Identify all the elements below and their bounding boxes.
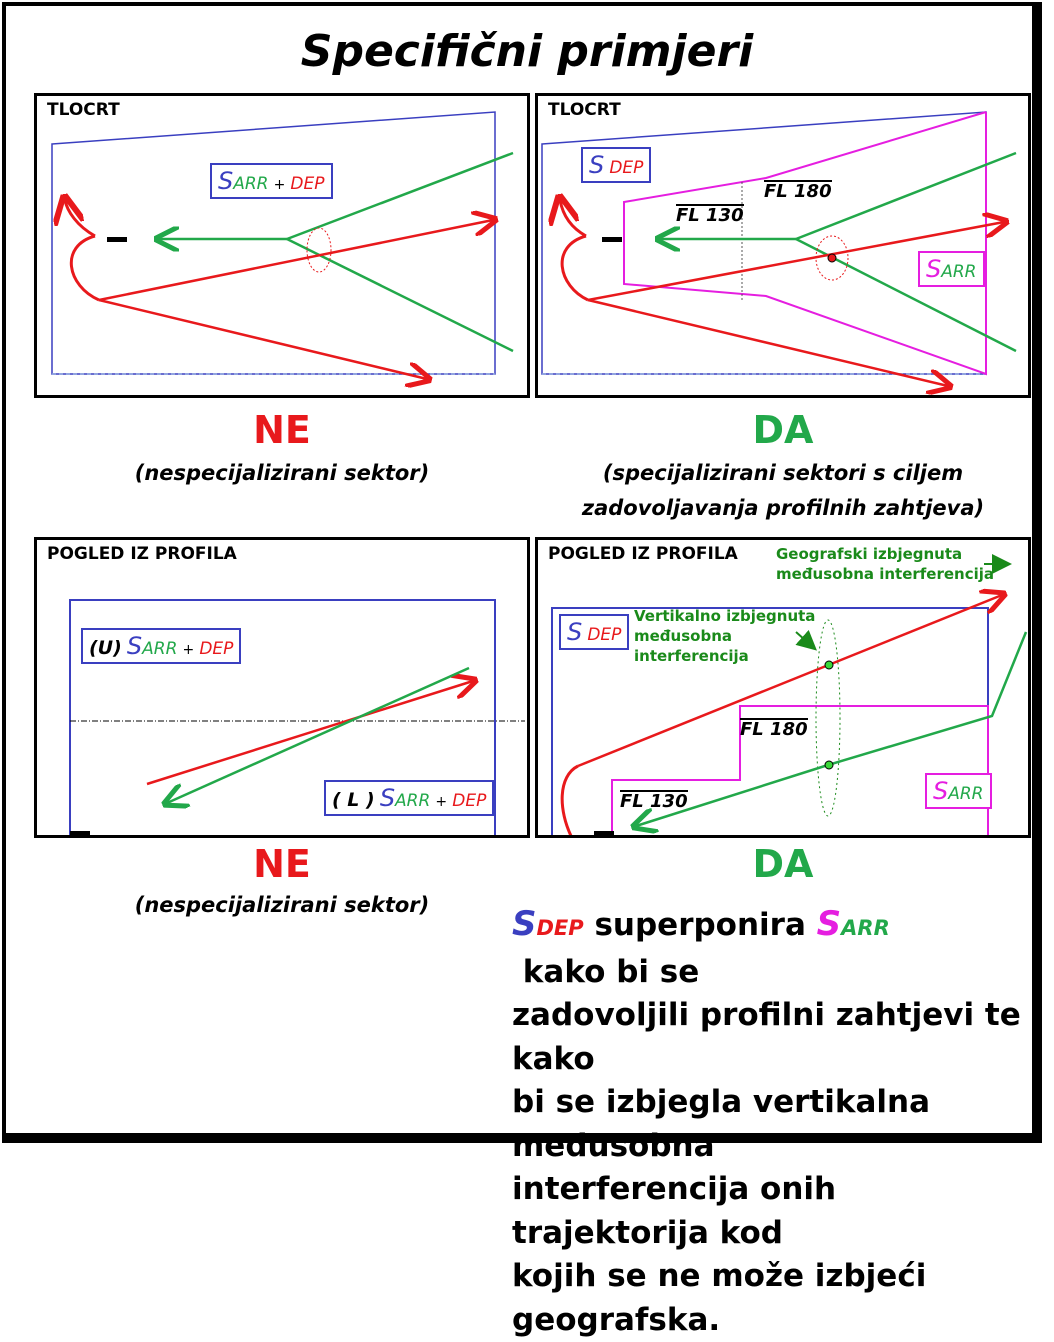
red-climb-turn xyxy=(560,764,579,835)
sector-outline xyxy=(69,599,496,835)
sector-label-arr: SARR xyxy=(918,251,985,287)
caption-top-right-1: (specijalizirani sektori s ciljem xyxy=(602,461,964,485)
explanation-line-5: kojih se ne može izbjeći geografska. xyxy=(512,1258,927,1338)
geo-note-line-2: međusobna interferencija xyxy=(776,565,995,583)
separation-point-lower xyxy=(824,760,834,770)
fl-high-label: FL 180 xyxy=(764,180,832,202)
sector-outline xyxy=(51,111,496,375)
sector-label-dep: S DEP xyxy=(559,614,630,650)
runway-mark xyxy=(602,237,622,242)
red-turn xyxy=(65,200,100,302)
green-descent-track xyxy=(827,631,1028,767)
vert-note-line-1: Vertikalno izbjegnuta xyxy=(634,607,816,625)
conflict-circle xyxy=(815,235,849,281)
verdict-bottom-right: DA xyxy=(752,842,814,886)
lower-sector-label: ( L ) SARR + DEP xyxy=(324,780,495,816)
red-track xyxy=(146,681,473,786)
sector-label-dep: S DEP xyxy=(581,147,652,183)
runway-mark xyxy=(107,237,127,242)
explanation-line-4: interferencija onih trajektorija kod xyxy=(512,1171,837,1251)
panel-top-right: TLOCRT S DEP SARR FL 130 FL 180 xyxy=(535,93,1031,398)
green-track-upper xyxy=(795,151,1017,241)
green-descent-final xyxy=(636,763,829,826)
red-departure-lower xyxy=(587,298,948,386)
panel-label: TLOCRT xyxy=(47,100,120,120)
panel-label: POGLED IZ PROFILA xyxy=(47,544,237,564)
explanation-text: SDEP superponira SARR kako bi se zadovol… xyxy=(512,903,1042,1342)
page-title: Specifični primjeri xyxy=(300,26,754,77)
tr-diagram xyxy=(538,111,1017,395)
vertical-separation-ellipse xyxy=(815,619,841,817)
fl-low-label: FL 130 xyxy=(620,790,688,812)
vert-note-line-3: interferencija xyxy=(634,647,749,665)
red-climb-track xyxy=(577,595,1002,768)
red-departure-lower xyxy=(98,298,427,379)
explanation-line-1: SDEP superponira SARR kako bi se xyxy=(512,904,890,990)
explanation-line-2: zadovoljili profilni zahtjevi te kako xyxy=(512,997,1021,1077)
green-track-upper xyxy=(286,151,514,241)
upper-sector-label: (U) SARR + DEP xyxy=(81,628,242,664)
verdict-top-right: DA xyxy=(752,408,814,452)
verdict-bottom-left: NE xyxy=(253,842,311,886)
geo-note-line-1: Geografski izbjegnuta xyxy=(776,545,963,563)
caption-bottom-left: (nespecijalizirani sektor) xyxy=(134,893,430,917)
vert-note-arrow xyxy=(795,629,817,651)
panel-top-left: TLOCRT SARR + DEP xyxy=(34,93,530,398)
caption-top-left: (nespecijalizirani sektor) xyxy=(134,461,430,485)
red-turn xyxy=(560,200,589,302)
panel-label: POGLED IZ PROFILA xyxy=(548,544,738,564)
bl-diagram xyxy=(69,599,525,835)
caption-top-right-2: zadovoljavanja profilnih zahtjeva) xyxy=(581,496,985,520)
red-departure-upper xyxy=(98,220,493,302)
arr-sector-outline xyxy=(611,705,989,835)
outer-frame xyxy=(2,2,1042,1143)
panel-bottom-left: POGLED IZ PROFILA (U) SARR + DEP ( L ) S… xyxy=(34,537,530,838)
runway-mark xyxy=(70,831,90,835)
verdict-top-left: NE xyxy=(253,408,311,452)
green-track xyxy=(167,666,470,803)
sector-label-arr: SARR xyxy=(925,773,992,809)
conflict-point xyxy=(827,253,837,263)
tl-diagram xyxy=(37,111,514,395)
separation-point-upper xyxy=(824,660,834,670)
conflict-circle xyxy=(306,227,332,273)
fl-low-label: FL 130 xyxy=(676,204,744,226)
panel-bottom-right: POGLED IZ PROFILA Geografski izbjegnuta … xyxy=(535,537,1031,838)
runway-mark xyxy=(594,831,614,835)
red-departure-upper xyxy=(587,222,1004,302)
br-diagram xyxy=(551,554,1028,835)
panel-label: TLOCRT xyxy=(548,100,621,120)
arr-sector-outline xyxy=(623,111,987,376)
vert-note-line-2: međusobna xyxy=(634,627,732,645)
sector-label-arr-dep: SARR + DEP xyxy=(210,163,333,199)
green-track-lower xyxy=(286,237,514,353)
fl-high-label: FL 180 xyxy=(740,718,808,740)
